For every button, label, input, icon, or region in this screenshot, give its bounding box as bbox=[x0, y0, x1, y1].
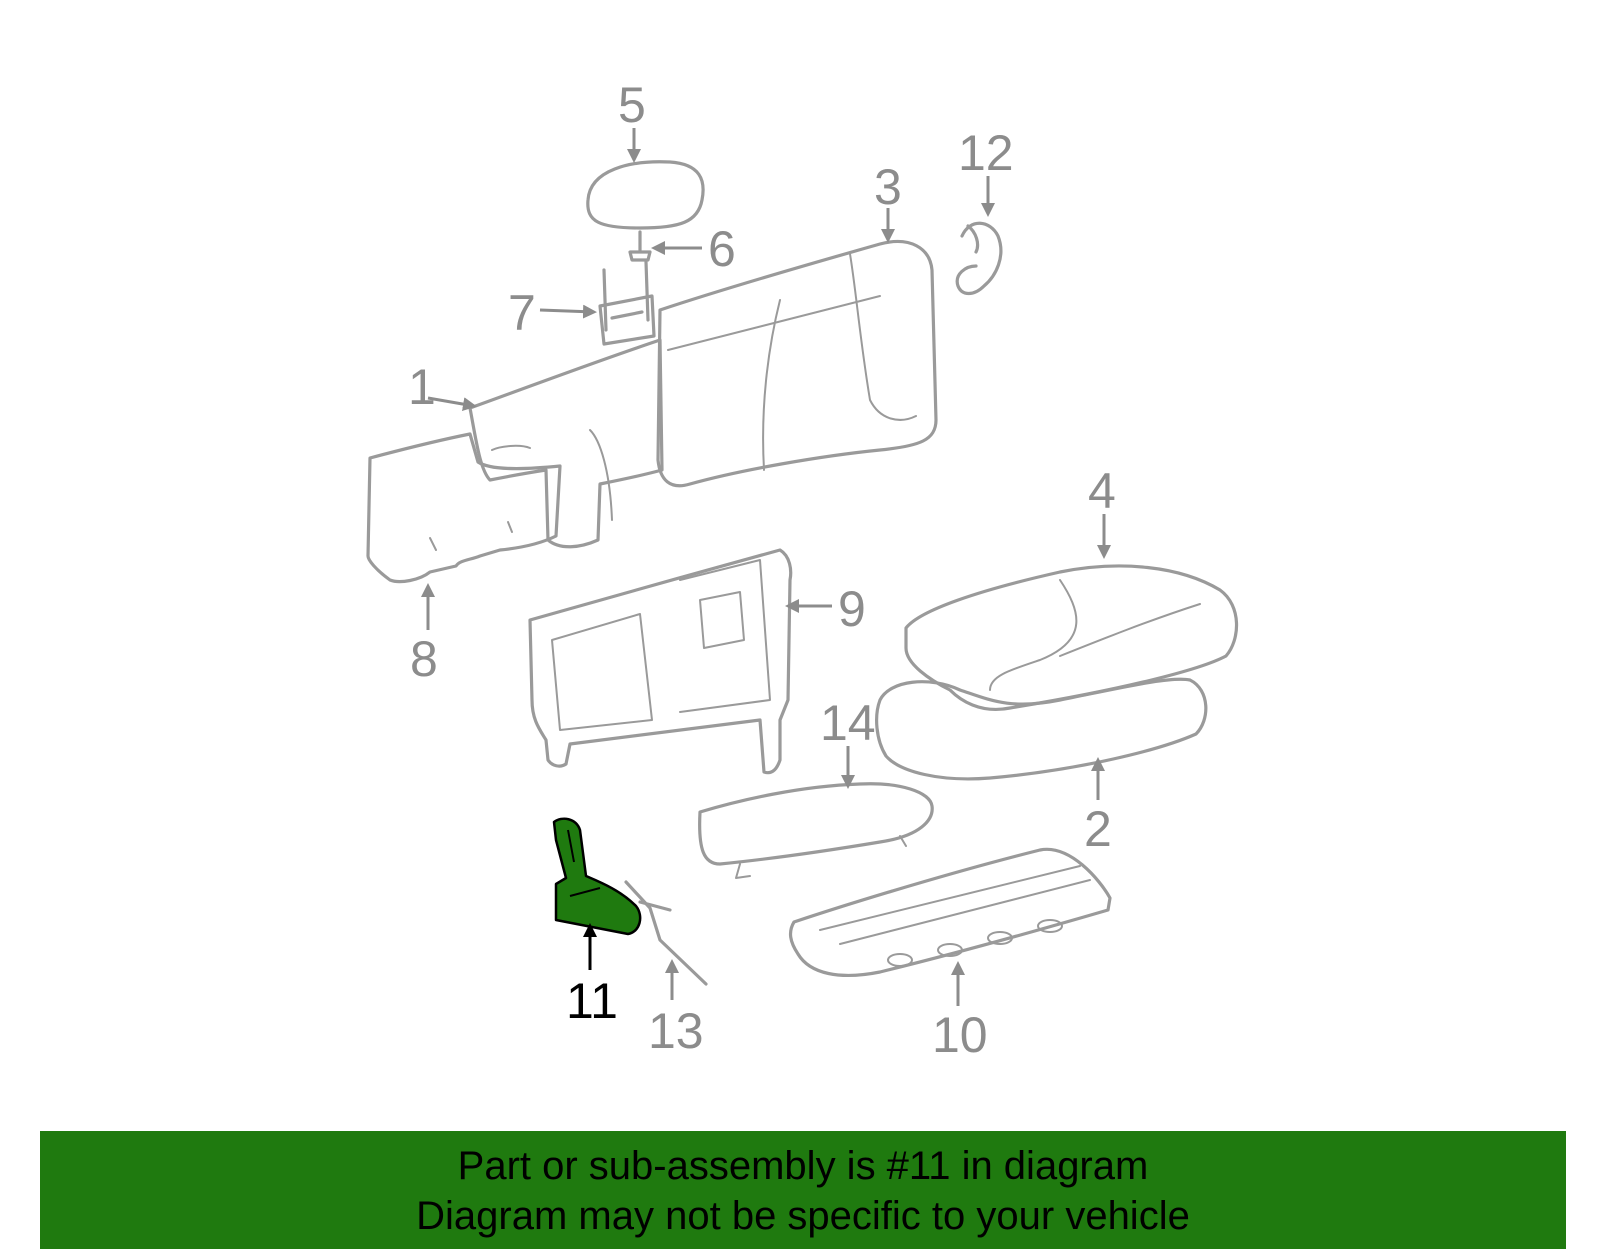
callout-9: 9 bbox=[838, 581, 866, 637]
part-9-seat-back-frame bbox=[528, 548, 793, 775]
part-13-release-cable bbox=[624, 880, 708, 986]
callout-4: 4 bbox=[1088, 463, 1116, 519]
footer-line-2: Diagram may not be specific to your vehi… bbox=[416, 1194, 1190, 1238]
arrow-1 bbox=[427, 396, 477, 412]
part-8-back-trim-panel bbox=[366, 432, 562, 584]
callout-5: 5 bbox=[618, 77, 646, 133]
footer-line-1: Part or sub-assembly is #11 in diagram bbox=[457, 1144, 1149, 1188]
part-12-belt-guide bbox=[955, 221, 1003, 296]
callout-3: 3 bbox=[874, 159, 902, 215]
callout-11: 11 bbox=[566, 973, 618, 1029]
callout-6: 6 bbox=[708, 221, 736, 277]
leader-arrows bbox=[421, 128, 1111, 1006]
callout-8: 8 bbox=[410, 631, 438, 687]
part-14-cushion-frame bbox=[698, 782, 934, 879]
arrow-7 bbox=[539, 304, 597, 319]
callout-13: 13 bbox=[648, 1003, 704, 1059]
part-10-cushion-frame bbox=[788, 847, 1112, 978]
footer-banner: Part or sub-assembly is #11 in diagram D… bbox=[40, 1131, 1566, 1249]
part-3-seat-back bbox=[656, 239, 938, 488]
callout-1: 1 bbox=[408, 359, 436, 415]
part-2-seat-cushion-pad bbox=[875, 677, 1208, 781]
part-5-headrest bbox=[586, 160, 705, 230]
callout-7: 7 bbox=[508, 285, 536, 341]
part-7-headrest-frame bbox=[598, 260, 656, 346]
callout-2: 2 bbox=[1084, 801, 1112, 857]
part-1-seat-back-panel bbox=[468, 338, 664, 549]
callout-14: 14 bbox=[820, 695, 876, 751]
callout-10: 10 bbox=[932, 1007, 988, 1063]
part-11-highlighted bbox=[552, 817, 642, 936]
callout-12: 12 bbox=[958, 125, 1014, 181]
part-6-headrest-guide bbox=[628, 230, 652, 262]
part-4-seat-cushion bbox=[904, 564, 1239, 711]
